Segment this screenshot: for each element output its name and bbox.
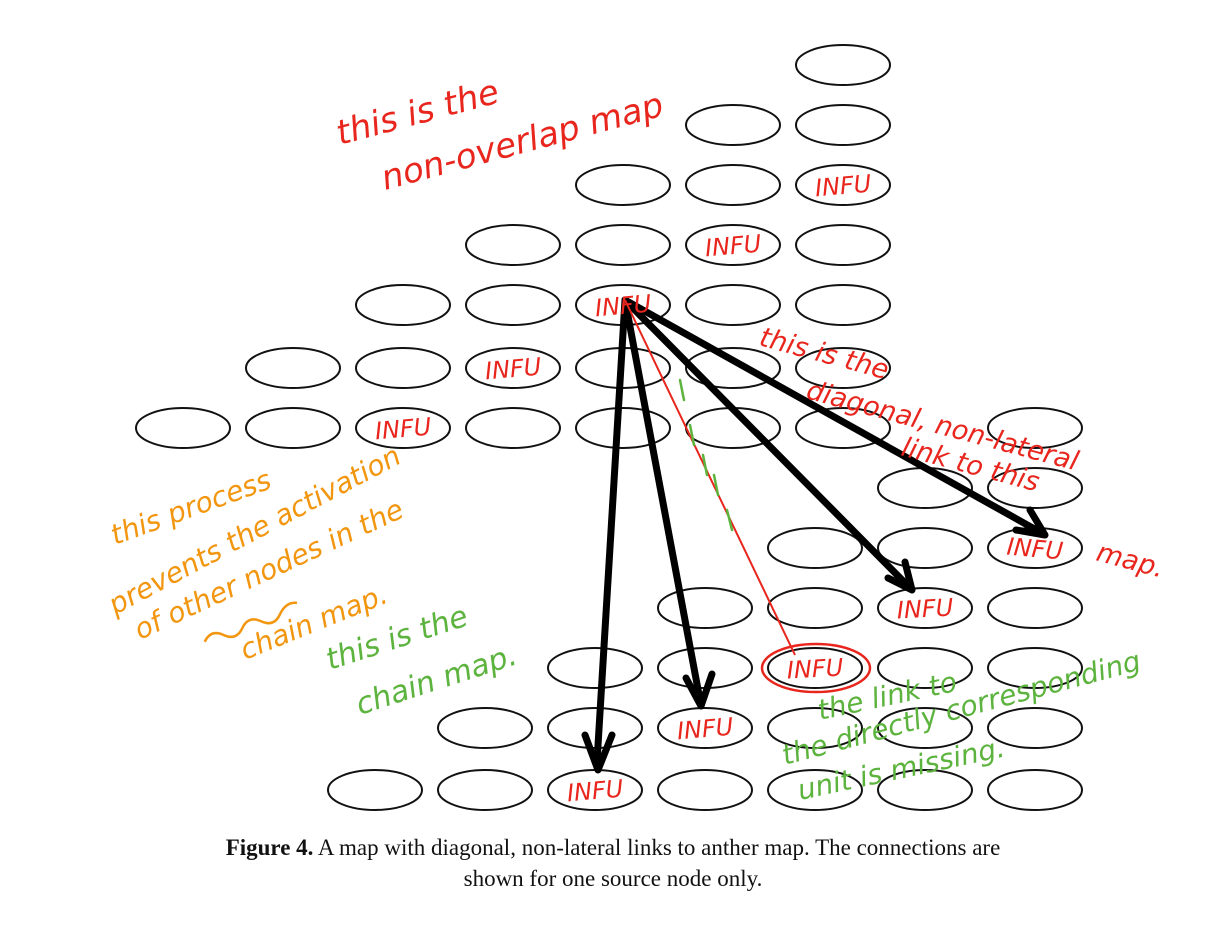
lower-node: [987, 647, 1083, 689]
lower-node: [767, 707, 863, 749]
lower-node: [877, 769, 973, 811]
upper-node: [795, 224, 891, 266]
lower-node: [877, 707, 973, 749]
link-arrow-4: [621, 296, 1044, 536]
link-arrow-2-head: [682, 670, 716, 710]
upper-node: [795, 104, 891, 146]
upper-node: [465, 224, 561, 266]
lower-node: [877, 587, 973, 629]
caption-figure-number: Figure 4.: [225, 835, 314, 860]
lower-node: [767, 587, 863, 629]
link-arrow-3: [621, 296, 914, 592]
link-arrow-1: [593, 296, 629, 766]
annotation-process-underline: [203, 601, 298, 643]
annotation-diagonal-line4: map.: [1093, 537, 1167, 585]
link-arrow-2: [621, 296, 704, 704]
upper-node: [575, 164, 671, 206]
diagram: INFUINFUINFUINFUINFUINFUINFUINFUINFUINFU…: [102, 44, 1167, 811]
missing-unit-circle: [760, 642, 872, 694]
lower-node: [657, 647, 753, 689]
upper-node: [685, 104, 781, 146]
lower-node: [547, 647, 643, 689]
upper-node: [685, 164, 781, 206]
node-label: INFU: [704, 230, 763, 263]
node-label: INFU: [1006, 533, 1065, 566]
chain-dashes: [678, 378, 734, 532]
upper-node: [245, 407, 341, 449]
lower-node: [877, 527, 973, 569]
upper-node: [135, 407, 231, 449]
upper-node: [685, 224, 781, 266]
upper-node: [795, 347, 891, 389]
node-label: INFU: [484, 353, 543, 386]
lower-node: [877, 647, 973, 689]
lower-node: [657, 769, 753, 811]
lower-node: [657, 587, 753, 629]
lower-node: [987, 587, 1083, 629]
upper-node: [465, 347, 561, 389]
node-labels: INFU INFU INFU INFU INFU INFU INFU INFU INFU INFU: [374, 170, 1065, 808]
lower-node: [987, 769, 1083, 811]
node-label: INFU: [676, 713, 735, 746]
node-label: INFU: [566, 775, 625, 808]
link-arrow-4-head: [1012, 506, 1049, 539]
lower-node: [327, 769, 423, 811]
lower-node: [437, 707, 533, 749]
lower-node: [767, 647, 863, 689]
lower-node: [987, 407, 1083, 449]
upper-node: [685, 284, 781, 326]
upper-node: [795, 407, 891, 449]
upper-node: [465, 407, 561, 449]
node-label: INFU: [594, 290, 653, 323]
caption-text-1: A map with diagonal, non-lateral links t…: [317, 835, 1001, 860]
upper-node: [355, 407, 451, 449]
lower-node: [657, 707, 753, 749]
upper-node: [685, 347, 781, 389]
nonoverlap-map: [135, 44, 891, 449]
upper-node: [465, 284, 561, 326]
upper-node: [355, 284, 451, 326]
annotation-diagonal: this is the diagonal, non-lateral link t…: [756, 322, 1167, 585]
upper-node: [245, 347, 341, 389]
link-arrow-3-head: [884, 558, 916, 594]
upper-node: [355, 347, 451, 389]
annotation-nonoverlap: this is the non-overlap map: [332, 72, 668, 199]
link-arrow-1-head: [581, 731, 616, 774]
upper-node: [795, 284, 891, 326]
node-label: INFU: [896, 594, 954, 625]
upper-node: [795, 44, 891, 86]
upper-node: [575, 407, 671, 449]
lower-node: [767, 527, 863, 569]
caption-line2: shown for one source node only.: [463, 866, 763, 891]
figure-caption: Figure 4. A map with diagonal, non-later…: [0, 832, 1226, 894]
lower-node: [987, 707, 1083, 749]
node-label: INFU: [786, 654, 844, 685]
lower-node: [987, 467, 1083, 509]
upper-node: [795, 164, 891, 206]
node-label: INFU: [374, 413, 433, 446]
node-label: INFU: [814, 170, 873, 203]
diagonal-links: [581, 296, 1049, 774]
lower-node: [767, 769, 863, 811]
lower-node: [437, 769, 533, 811]
caption-line1: Figure 4. A map with diagonal, non-later…: [0, 832, 1226, 863]
upper-node: [575, 224, 671, 266]
missing-link-line: [624, 299, 796, 656]
